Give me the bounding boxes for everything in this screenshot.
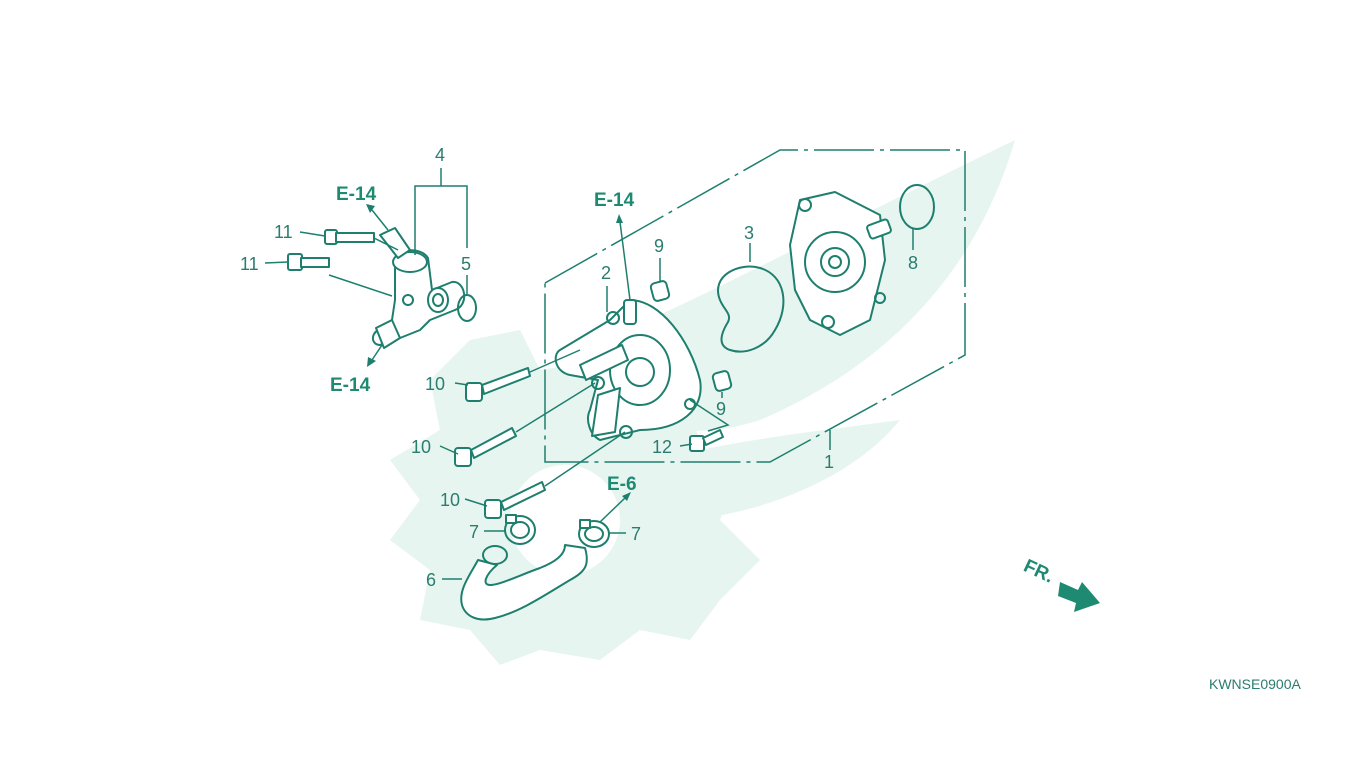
ref-e14-bottom-left: E-14 (330, 375, 371, 396)
callout-12: 12 (652, 437, 672, 457)
callout-10-b: 10 (411, 437, 431, 457)
part-6-hose (460, 544, 588, 621)
part-2-pump-cover (554, 299, 702, 441)
callout-9-upper: 9 (654, 236, 664, 256)
callout-2: 2 (601, 263, 611, 283)
part-12-bolt (689, 429, 724, 452)
callout-10-c: 10 (440, 490, 460, 510)
part-4-housing (372, 227, 466, 349)
part-5-oring (457, 294, 477, 322)
part-8-oring (899, 184, 935, 230)
callout-7-left: 7 (469, 522, 479, 542)
part-10-bolt-b (454, 427, 517, 467)
assembly-outline (544, 149, 966, 463)
callout-7-right: 7 (631, 524, 641, 544)
part-11-bolt-lower (287, 253, 330, 271)
part-7-clamp-left (504, 514, 536, 545)
leader-lines (264, 168, 914, 580)
diagram-code: KWNSE0900A (1209, 676, 1301, 692)
part-11-bolt-upper (324, 229, 375, 245)
part-6-hose-end (482, 545, 508, 565)
ref-e14-center: E-14 (594, 190, 635, 211)
front-arrow-icon (1058, 582, 1100, 612)
callout-10-a: 10 (425, 374, 445, 394)
callout-8: 8 (908, 253, 918, 273)
callout-9-lower: 9 (716, 399, 726, 419)
front-label: FR. (1020, 556, 1057, 588)
part-7-clamp-right (578, 519, 610, 548)
reference-arrows (366, 204, 631, 523)
callout-11-upper: 11 (274, 222, 293, 242)
part-1-pump-body (789, 191, 892, 336)
callout-11-lower: 11 (240, 254, 259, 274)
part-9-dowel-lower (711, 370, 733, 392)
front-direction-indicator: FR. (1020, 556, 1100, 612)
part-10-bolt-a (465, 367, 531, 402)
callout-4: 4 (435, 145, 445, 165)
ref-e14-top-left: E-14 (336, 184, 377, 205)
part-9-dowel-upper (649, 280, 671, 302)
callout-5: 5 (461, 254, 471, 274)
callout-3: 3 (744, 223, 754, 243)
part-10-bolt-c (484, 481, 546, 519)
ref-e6: E-6 (607, 474, 637, 495)
callout-1: 1 (824, 452, 834, 472)
part-3-gasket (717, 265, 785, 353)
callout-6: 6 (426, 570, 436, 590)
